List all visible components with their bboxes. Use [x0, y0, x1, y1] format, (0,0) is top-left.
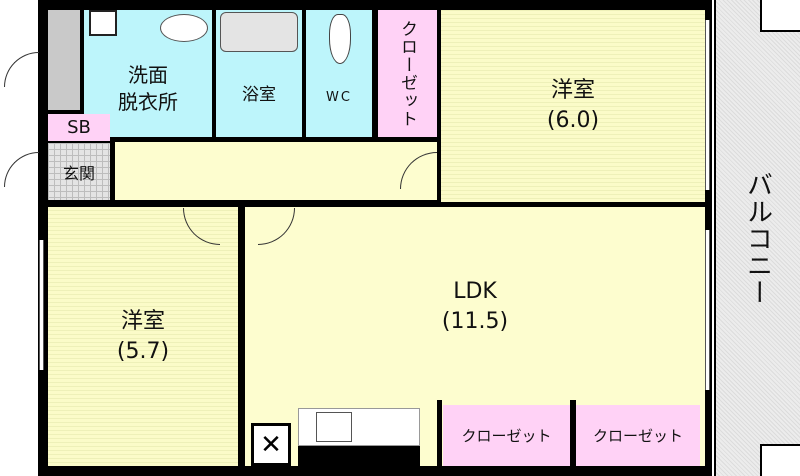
western-room-5-7-size: (5.7) — [116, 338, 170, 364]
window — [705, 230, 710, 390]
washing-machine-pan-icon — [89, 10, 117, 36]
toilet-icon — [329, 14, 351, 64]
balcony-notch — [760, 444, 800, 476]
closet-top: クローゼット — [378, 10, 437, 137]
washroom-label-2: 脱衣所 — [118, 89, 178, 114]
hallway — [115, 142, 437, 200]
closet-bottom-left: クローゼット — [443, 405, 570, 466]
sb-label: SB — [67, 117, 91, 138]
balcony-notch — [760, 0, 800, 32]
western-room-5-7-name: 洋室 — [120, 308, 165, 334]
shoe-box: SB — [48, 114, 110, 141]
entrance-door-icon[interactable] — [4, 152, 39, 188]
balcony: バルコニー — [714, 0, 800, 476]
entrance: 玄関 — [48, 143, 110, 200]
kitchen-wall — [298, 446, 420, 466]
western-room-6: 洋室 (6.0) — [441, 10, 705, 202]
door-icon — [183, 208, 220, 245]
washbasin-icon — [160, 14, 208, 42]
sink-icon — [316, 412, 352, 442]
storage-space — [48, 10, 80, 110]
bathtub-icon — [220, 12, 298, 52]
western-room-6-size: (6.0) — [546, 108, 600, 133]
balcony-label: バルコニー — [742, 170, 773, 306]
ldk-size: (11.5) — [441, 308, 509, 334]
closet-bottom-right: クローゼット — [576, 405, 700, 466]
western-room-5-7: 洋室 (5.7) — [48, 207, 238, 466]
ldk-name: LDK — [453, 278, 497, 304]
refrigerator-space-icon: ✕ — [251, 423, 291, 466]
closet-bottom-right-label: クローゼット — [592, 427, 683, 445]
wc-label: WC — [326, 90, 352, 105]
door-icon — [258, 208, 295, 245]
washroom-label-1: 洗面 — [128, 62, 168, 87]
wall-segment — [437, 400, 442, 466]
door-icon — [400, 152, 437, 189]
closet-top-label: クローゼット — [397, 19, 417, 128]
wall-segment — [570, 400, 576, 466]
closet-bottom-left-label: クローゼット — [461, 427, 552, 445]
entrance-label: 玄関 — [62, 163, 95, 183]
window — [705, 20, 710, 190]
window — [39, 240, 44, 370]
western-room-6-name: 洋室 — [550, 78, 595, 104]
door-icon — [4, 52, 39, 88]
bathroom-label: 浴室 — [242, 85, 276, 106]
